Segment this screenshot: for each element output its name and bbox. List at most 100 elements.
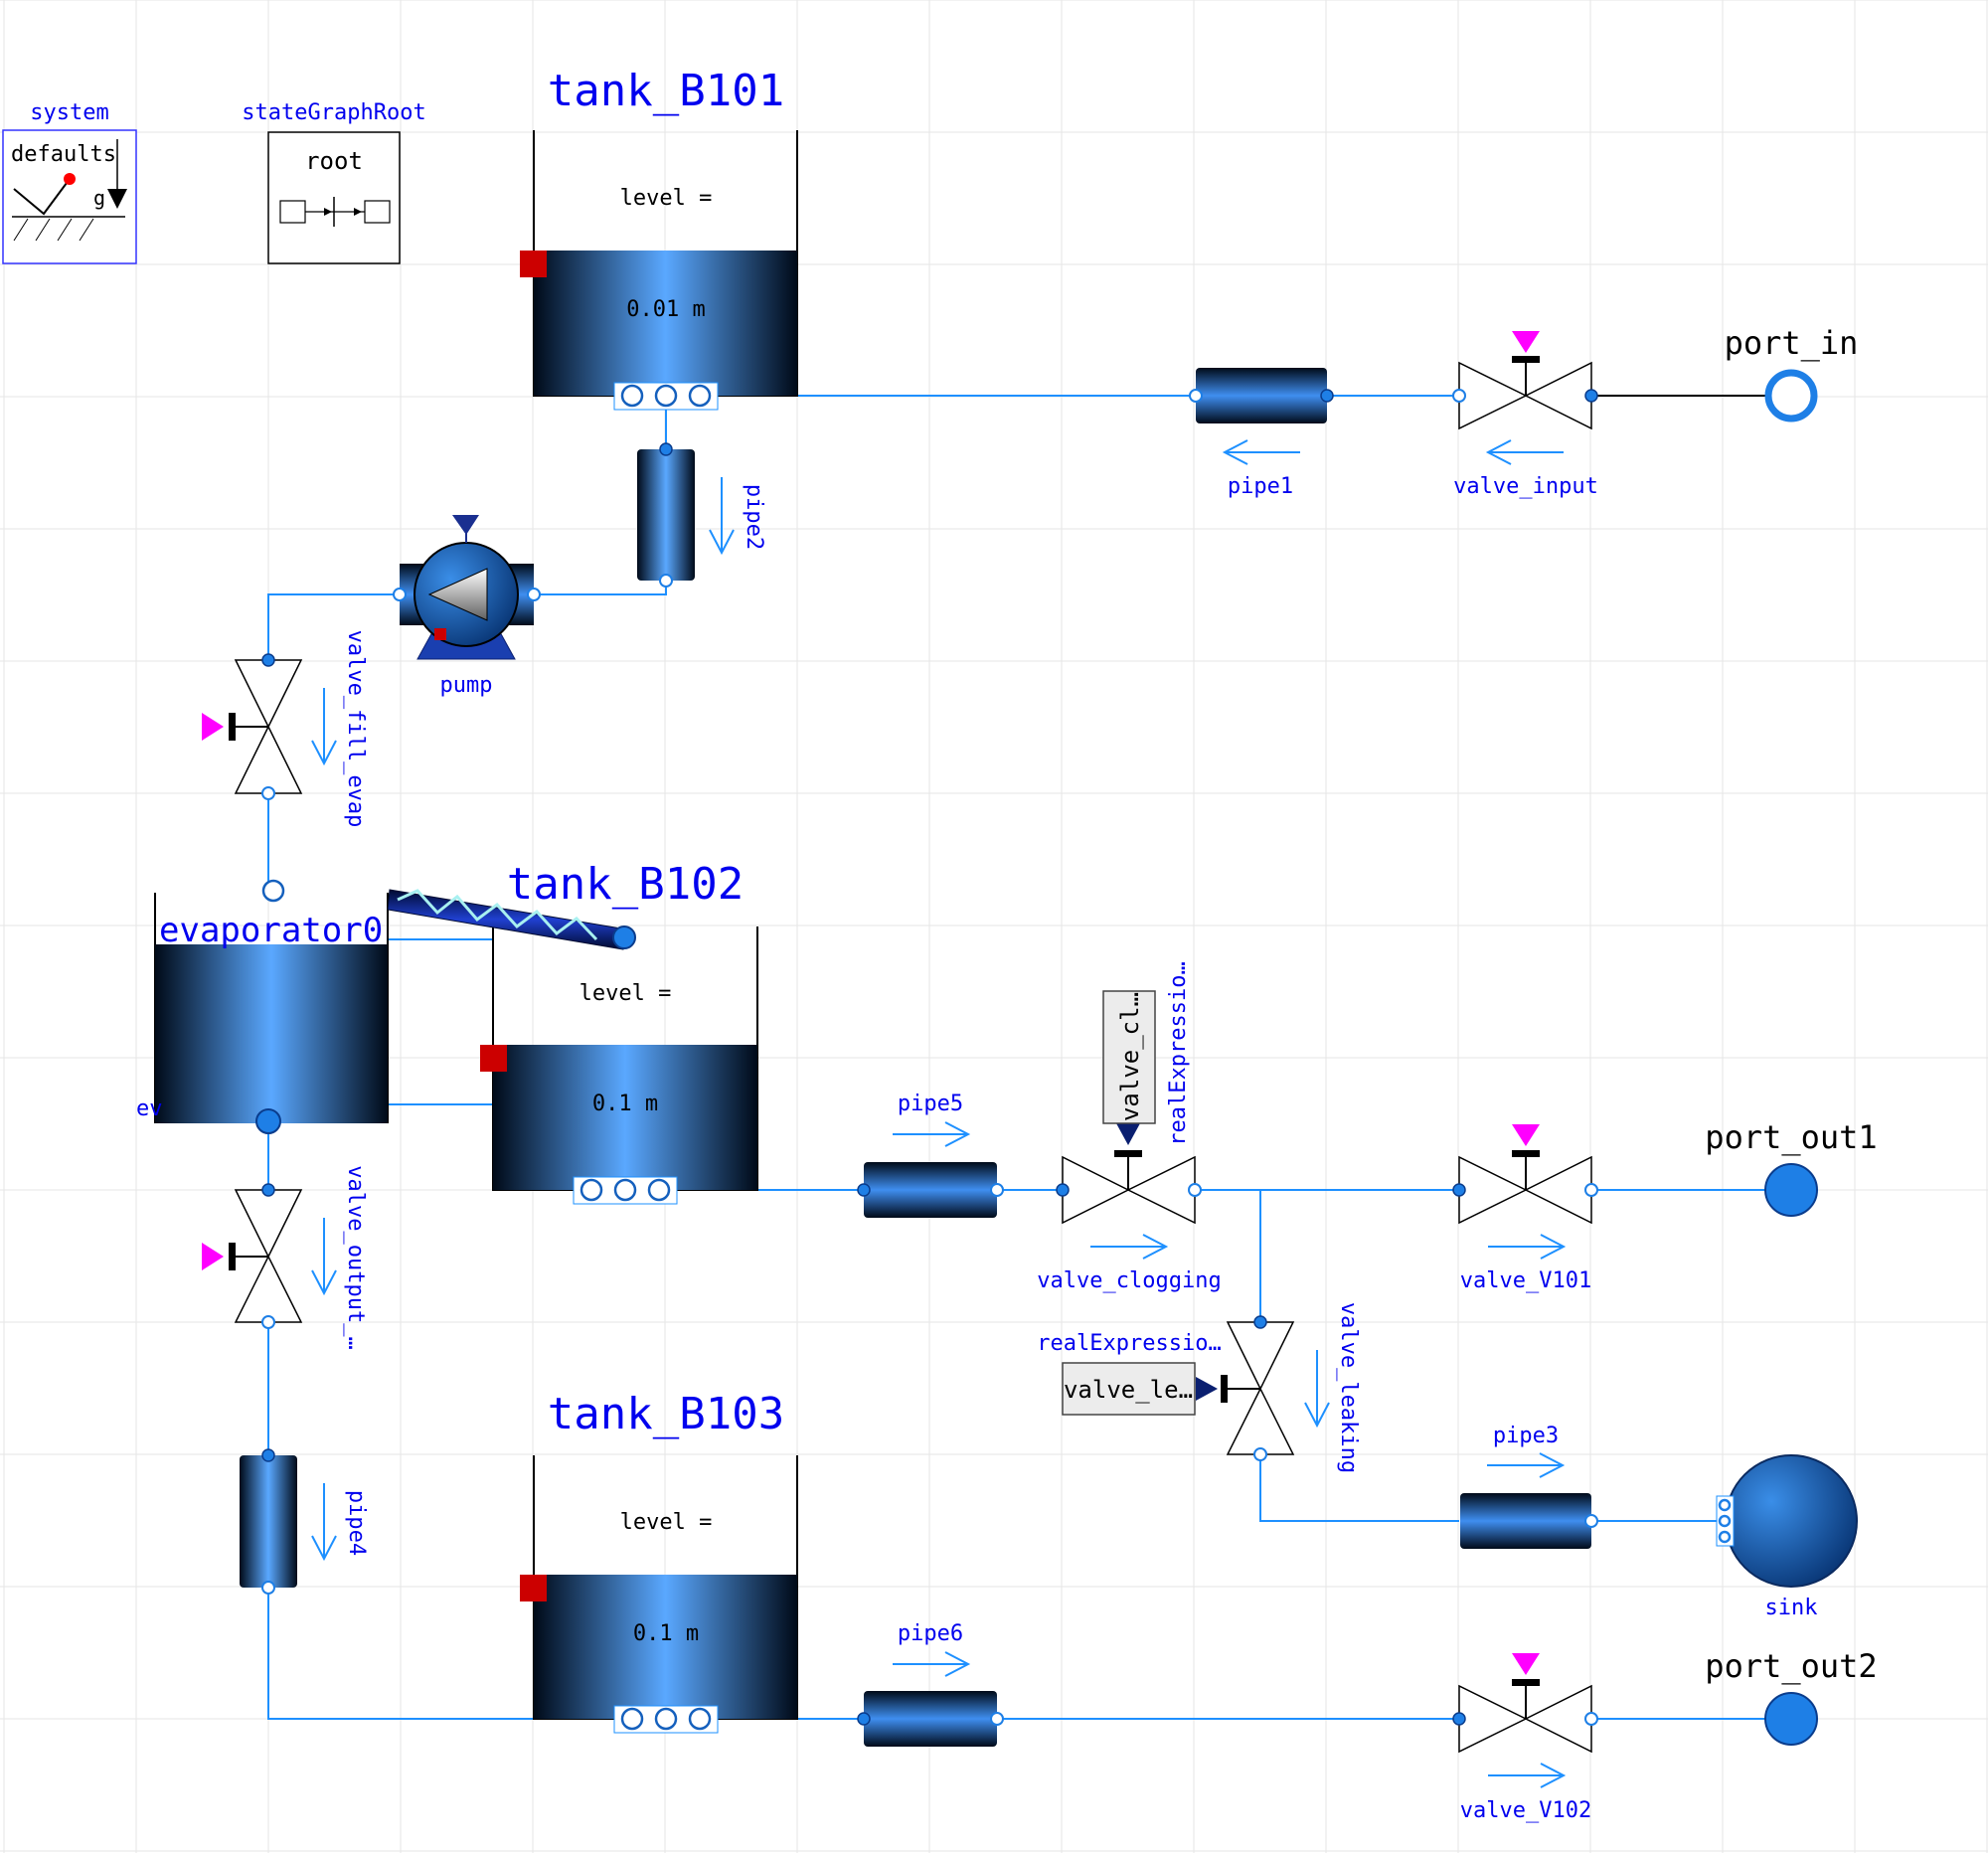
flow-arrow: [1304, 1350, 1330, 1429]
tank-b102-level-label: level =: [580, 981, 672, 1006]
flow-arrow: [1487, 1452, 1566, 1478]
evaporator-clipped-label: ev: [136, 1096, 163, 1121]
evaporator-bottom-port[interactable]: [255, 1108, 281, 1134]
control-input[interactable]: [1116, 1123, 1140, 1145]
valve-output[interactable]: valve_output_…: [202, 1165, 368, 1350]
pipe4-label: pipe4: [344, 1490, 369, 1556]
control-input[interactable]: [1196, 1377, 1218, 1401]
tank-b103-level-label: level =: [620, 1510, 713, 1535]
valve-fill-evap-label: valve_fill_evap: [343, 630, 368, 828]
tank-b103[interactable]: tank_B103 level = 0.1 m: [520, 1389, 798, 1734]
flow-arrow: [893, 1651, 971, 1677]
pump[interactable]: pump: [393, 515, 541, 698]
real-expression-leaking[interactable]: realExpressio… valve_le…: [1037, 1331, 1222, 1416]
system-gravity-text: g: [93, 186, 105, 210]
valve-leaking-label: valve_leaking: [1336, 1302, 1361, 1473]
tank-b102-level-value: 0.1 m: [592, 1092, 658, 1116]
valve-leaking[interactable]: valve_leaking: [1196, 1302, 1361, 1473]
tank-b101-ports[interactable]: [613, 382, 719, 411]
tank-b101-label: tank_B101: [548, 66, 784, 116]
tank-b103-label: tank_B103: [548, 1389, 784, 1439]
state-graph-root-text: root: [305, 147, 363, 175]
pipe3[interactable]: pipe3: [1460, 1424, 1598, 1549]
pipe-icon: [637, 449, 695, 581]
heat-port[interactable]: [434, 628, 446, 640]
valve-output-label: valve_output_…: [343, 1165, 368, 1349]
real-expression-clogging[interactable]: valve_cl… realExpressio…: [1102, 961, 1191, 1146]
system-block[interactable]: system defaults g: [2, 100, 137, 264]
tank-b103-level-value: 0.1 m: [633, 1621, 699, 1646]
evaporator0[interactable]: evaporator0 ev: [136, 879, 389, 1134]
valve-input[interactable]: valve_input: [1452, 331, 1598, 499]
tank-b103-ports[interactable]: [613, 1705, 719, 1734]
valve-fill-evap[interactable]: valve_fill_evap: [202, 630, 368, 828]
system-defaults-text: defaults: [11, 142, 116, 167]
pipe-icon: [864, 1691, 997, 1747]
world-gravity-icon: [12, 139, 127, 242]
pipe3-label: pipe3: [1493, 1424, 1559, 1448]
flow-arrow: [1488, 1234, 1567, 1260]
state-graph-root-block[interactable]: stateGraphRoot root: [242, 100, 426, 264]
pipe-icon: [240, 1455, 297, 1588]
sink[interactable]: sink: [1716, 1454, 1858, 1620]
pump-label: pump: [440, 673, 493, 698]
pipe-icon: [1196, 368, 1327, 423]
pipe6[interactable]: pipe6: [857, 1621, 1004, 1747]
open-tank-icon: [534, 251, 797, 396]
flow-arrow: [1222, 439, 1300, 465]
flow-arrow: [1090, 1234, 1169, 1260]
port-in-label: port_in: [1725, 324, 1859, 362]
flow-arrow: [1488, 1763, 1567, 1788]
control-input[interactable]: [202, 713, 224, 741]
pipe6-label: pipe6: [898, 1621, 963, 1646]
heat-port[interactable]: [520, 251, 547, 277]
valve-v102-label: valve_V102: [1460, 1798, 1591, 1823]
real-expression-leaking-label: realExpressio…: [1037, 1331, 1221, 1356]
valve-input-label: valve_input: [1453, 474, 1598, 499]
evaporator-icon: [155, 944, 388, 1123]
control-input[interactable]: [202, 1243, 224, 1270]
tank-b102-label: tank_B102: [507, 859, 744, 910]
pipe5-label: pipe5: [898, 1092, 963, 1116]
tank-b102-ports[interactable]: [573, 1176, 678, 1205]
port-out1[interactable]: port_out1: [1705, 1118, 1878, 1217]
flow-arrow: [709, 477, 735, 556]
heat-port[interactable]: [520, 1575, 547, 1601]
tank-b101-level-label: level =: [620, 186, 713, 211]
evaporator-top-port[interactable]: [261, 879, 285, 903]
heat-port[interactable]: [480, 1045, 507, 1072]
tank-b101-level-value: 0.01 m: [626, 297, 705, 322]
flow-arrow: [311, 688, 337, 766]
flow-arrow: [1485, 439, 1564, 465]
sink-label: sink: [1765, 1596, 1818, 1620]
control-input[interactable]: [1512, 1124, 1540, 1146]
real-expression-clogging-label: realExpressio…: [1166, 961, 1191, 1145]
evaporator-label: evaporator0: [159, 911, 383, 950]
flow-arrow: [893, 1121, 971, 1147]
valve-clogging[interactable]: valve_clogging: [1037, 1123, 1222, 1293]
real-expression-clogging-value: valve_cl…: [1116, 992, 1144, 1121]
tank-b102[interactable]: tank_B102 level = 0.1 m: [480, 859, 758, 1205]
port-out2-label: port_out2: [1705, 1647, 1877, 1685]
port-out2[interactable]: port_out2: [1705, 1647, 1878, 1746]
boundary-sink-icon: [1725, 1454, 1858, 1588]
pipe-icon: [864, 1162, 997, 1218]
fluid-port-outlet-icon: [1764, 1692, 1818, 1746]
valve-v101[interactable]: valve_V101: [1452, 1124, 1598, 1293]
valve-v102[interactable]: valve_V102: [1452, 1653, 1598, 1823]
heating-rod-icon[interactable]: [387, 889, 636, 950]
pipe4[interactable]: pipe4: [240, 1448, 369, 1595]
control-input[interactable]: [1512, 331, 1540, 353]
port-in[interactable]: port_in: [1725, 324, 1859, 422]
pipe1[interactable]: pipe1: [1189, 368, 1334, 499]
open-tank-icon: [534, 1575, 797, 1719]
control-input[interactable]: [1512, 1653, 1540, 1675]
pipe5[interactable]: pipe5: [857, 1092, 1004, 1218]
tank-b101[interactable]: tank_B101 level = 0.01 m: [520, 66, 798, 411]
pipe-icon: [1460, 1493, 1591, 1549]
pipe2[interactable]: pipe2: [637, 442, 766, 588]
state-graph-root-icon: [279, 197, 391, 227]
fluid-port-outlet-icon: [1764, 1163, 1818, 1217]
fluid-port-inlet-icon: [1764, 369, 1818, 422]
real-expression-leaking-value: valve_le…: [1064, 1376, 1193, 1404]
